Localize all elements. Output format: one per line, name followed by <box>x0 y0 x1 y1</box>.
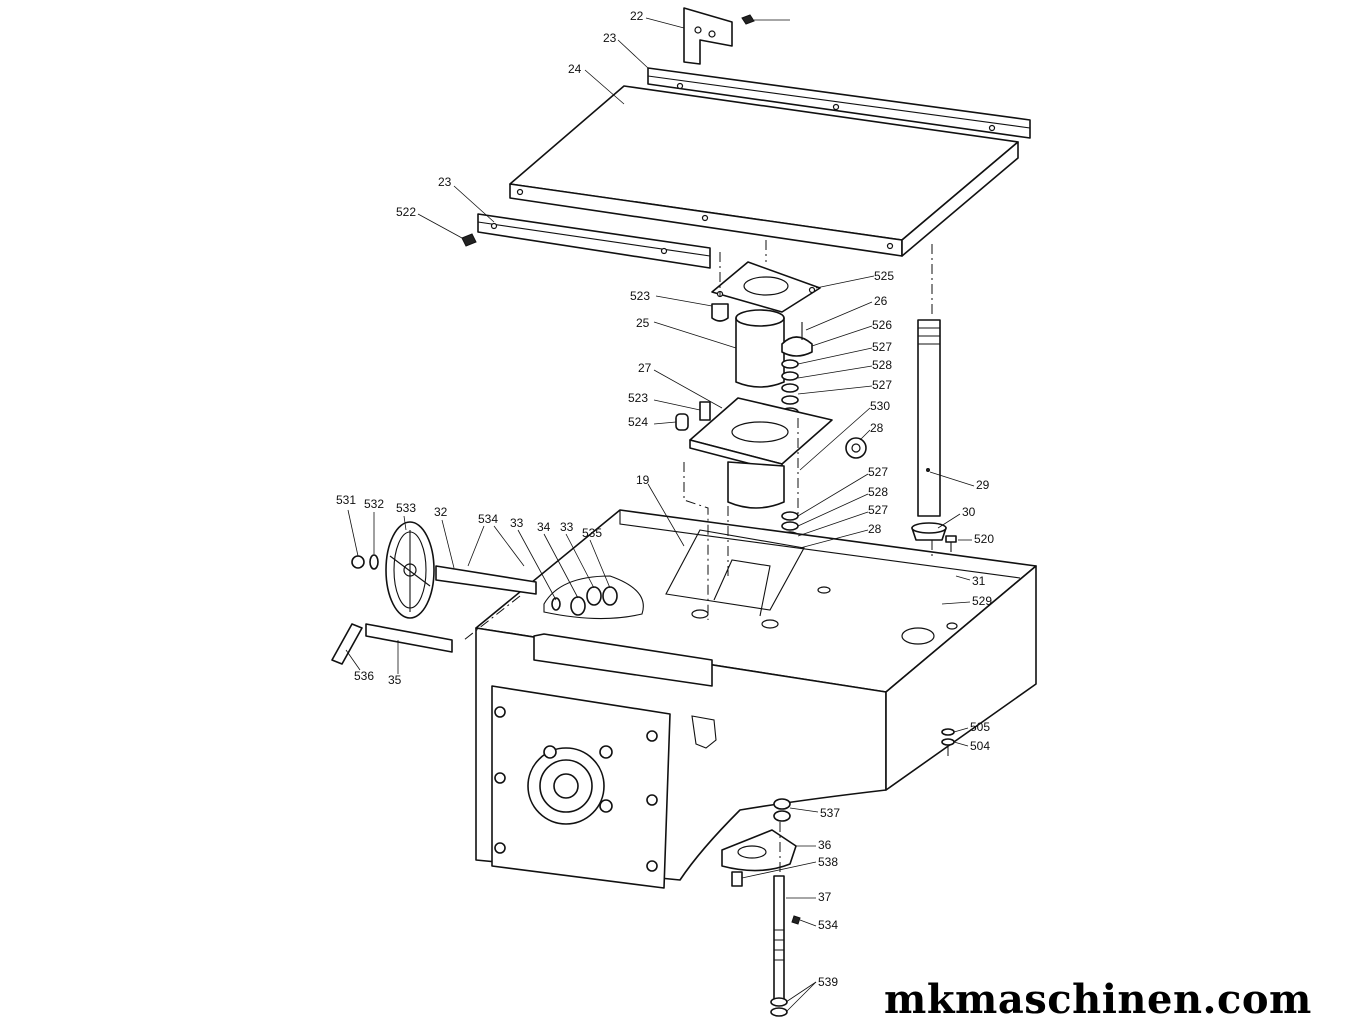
label-22: 22 <box>630 9 644 23</box>
label-539: 539 <box>818 975 838 989</box>
rail-23-front <box>461 213 711 269</box>
table-top-24 <box>509 85 1019 257</box>
part-labels: 22 23 24 23 522 525 26 526 527 528 527 5… <box>336 9 994 1013</box>
label-25: 25 <box>636 316 650 330</box>
label-523-b: 523 <box>628 391 648 405</box>
label-527-a: 527 <box>872 340 892 354</box>
label-28-bottom: 28 <box>868 522 882 536</box>
label-536: 536 <box>354 669 374 683</box>
bushings-33-34-535 <box>543 575 644 620</box>
label-531: 531 <box>336 493 356 507</box>
label-29: 29 <box>976 478 990 492</box>
label-23-rear: 23 <box>603 31 617 45</box>
label-33-b: 33 <box>560 520 574 534</box>
label-26: 26 <box>874 294 888 308</box>
label-527-b: 527 <box>872 378 892 392</box>
label-534-bottom: 534 <box>818 918 838 932</box>
nut-531-washer-532 <box>351 554 379 570</box>
label-23-front: 23 <box>438 175 452 189</box>
label-527-c: 527 <box>868 465 888 479</box>
label-505: 505 <box>970 720 990 734</box>
label-527-d: 527 <box>868 503 888 517</box>
bracket-22 <box>683 7 790 65</box>
label-30: 30 <box>962 505 976 519</box>
assembly-center-lines <box>683 240 949 876</box>
label-537: 537 <box>820 806 840 820</box>
label-37: 37 <box>818 890 832 904</box>
label-534-left: 534 <box>478 512 498 526</box>
label-525: 525 <box>874 269 894 283</box>
label-504: 504 <box>970 739 990 753</box>
label-532: 532 <box>364 497 384 511</box>
bevel-gear-28-top <box>845 437 867 459</box>
column-25 <box>711 303 785 388</box>
label-538: 538 <box>818 855 838 869</box>
nut-537 <box>773 798 791 822</box>
bearing-stack-526 <box>781 322 813 417</box>
shaft-32 <box>435 565 537 641</box>
screw-rod-29 <box>917 319 941 517</box>
handwheel-533 <box>385 521 435 619</box>
label-533: 533 <box>396 501 416 515</box>
rail-23-rear <box>647 67 1031 139</box>
label-529: 529 <box>972 594 992 608</box>
label-520: 520 <box>974 532 994 546</box>
label-523-a: 523 <box>630 289 650 303</box>
label-528-a: 528 <box>872 358 892 372</box>
base-19 <box>475 509 1037 889</box>
label-27: 27 <box>638 361 652 375</box>
label-36: 36 <box>818 838 832 852</box>
label-19: 19 <box>636 473 650 487</box>
label-522: 522 <box>396 205 416 219</box>
label-524: 524 <box>628 415 648 429</box>
clamp-lever-536-rod-35 <box>331 623 453 665</box>
nut-30 <box>911 522 947 541</box>
bolt-520 <box>945 535 957 552</box>
label-34: 34 <box>537 520 551 534</box>
label-528-b: 528 <box>868 485 888 499</box>
label-535: 535 <box>582 526 602 540</box>
label-35: 35 <box>388 673 402 687</box>
watermark-text: mkmaschinen.com <box>884 976 1312 1023</box>
flange-plate <box>711 261 821 313</box>
label-28-top: 28 <box>870 421 884 435</box>
label-530: 530 <box>870 399 890 413</box>
screw-37 <box>731 871 785 1003</box>
label-24: 24 <box>568 62 582 76</box>
foot-bracket-36 <box>721 829 797 872</box>
label-31: 31 <box>972 574 986 588</box>
label-33-a: 33 <box>510 516 524 530</box>
nuts-539 <box>770 997 788 1017</box>
label-32: 32 <box>434 505 448 519</box>
label-526: 526 <box>872 318 892 332</box>
mounting-plate-27 <box>675 397 833 509</box>
